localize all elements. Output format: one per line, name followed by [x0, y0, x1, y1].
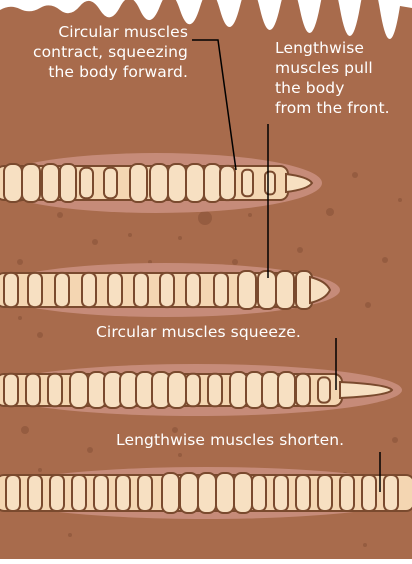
worm-3-segment-14 — [262, 372, 279, 408]
soil-speckle-34 — [68, 533, 72, 537]
worm-2-segment-1 — [28, 273, 42, 307]
label-circular-contract-line1: Circular muscles — [10, 22, 188, 42]
worm-2-segment-10 — [258, 271, 276, 309]
worm-1-segment-8 — [168, 164, 186, 202]
worm-1-segment-12 — [242, 170, 253, 197]
worm-1 — [0, 153, 322, 213]
worm-1-segment-6 — [130, 164, 147, 202]
soil-speckle-1 — [326, 208, 334, 216]
label-circular-contract-line2: contract, squeezing — [10, 42, 188, 62]
soil-speckle-2 — [352, 172, 358, 178]
worm-4-segment-7 — [162, 473, 179, 513]
worm-3-segment-12 — [230, 372, 247, 408]
worm-4-segment-4 — [94, 475, 108, 511]
worm-2-segment-7 — [186, 273, 200, 307]
label-circular-contract: Circular muscles contract, squeezing the… — [10, 22, 188, 82]
worm-1-segment-10 — [204, 164, 221, 202]
soil-speckle-12 — [365, 302, 371, 308]
worm-4-segment-3 — [72, 475, 86, 511]
worm-3-segment-13 — [246, 372, 263, 408]
worm-4-segment-13 — [274, 475, 288, 511]
worm-4-segment-9 — [198, 473, 216, 513]
worm-1-segment-4 — [80, 168, 93, 198]
worm-3-segment-17 — [318, 377, 330, 402]
worm-3-segment-3 — [70, 372, 88, 408]
soil-speckle-7 — [178, 236, 182, 240]
label-lengthwise-pull-line2: muscles pull — [275, 58, 390, 78]
soil-speckle-17 — [87, 447, 93, 453]
worm-3-segment-11 — [208, 374, 222, 406]
soil-speckle-9 — [382, 257, 388, 263]
soil-speckle-27 — [398, 198, 402, 202]
worm-1-segment-1 — [22, 164, 40, 202]
worm-4-segment-5 — [116, 475, 130, 511]
worm-4-segment-2 — [50, 475, 64, 511]
worm-1-segment-11 — [220, 166, 235, 200]
worm-2-segment-3 — [82, 273, 96, 307]
worm-4-segment-0 — [6, 475, 20, 511]
soil-speckle-8 — [297, 247, 303, 253]
label-lengthwise-pull-line1: Lengthwise — [275, 38, 390, 58]
soil-speckle-16 — [21, 426, 29, 434]
soil-speckle-21 — [392, 437, 398, 443]
worm-1-segment-9 — [186, 164, 204, 202]
worm-2-segment-2 — [55, 273, 69, 307]
worm-4-segment-8 — [180, 473, 198, 513]
label-lengthwise-pull: Lengthwise muscles pull the body from th… — [275, 38, 390, 118]
soil-speckle-31 — [178, 453, 182, 457]
worm-4-segment-17 — [362, 475, 376, 511]
label-lengthwise-pull-line4: from the front. — [275, 98, 390, 118]
worm-3-segment-16 — [296, 374, 310, 406]
worm-4-segment-1 — [28, 475, 42, 511]
worm-3-segment-2 — [48, 374, 62, 406]
soil-speckle-33 — [363, 543, 367, 547]
worm-3-segment-9 — [168, 372, 186, 408]
worm-1-segment-7 — [150, 164, 168, 202]
label-lengthwise-shorten: Lengthwise muscles shorten. — [116, 430, 344, 450]
worm-2 — [0, 263, 340, 317]
worm-2-segment-8 — [214, 273, 228, 307]
worm-1-segment-5 — [104, 168, 117, 198]
soil-speckle-4 — [92, 239, 98, 245]
worm-3-segment-1 — [26, 374, 40, 406]
worm-1-segment-13 — [265, 172, 275, 195]
worm-4-segment-10 — [216, 473, 234, 513]
worm-4-segment-6 — [138, 475, 152, 511]
worm-3 — [0, 364, 402, 416]
worm-4-segment-15 — [318, 475, 332, 511]
worm-3-segment-15 — [278, 372, 295, 408]
label-circular-squeeze: Circular muscles squeeze. — [96, 322, 301, 342]
worm-2-segment-9 — [238, 271, 256, 309]
worm-1-segment-2 — [42, 164, 59, 202]
worm-2-segment-4 — [108, 273, 122, 307]
worm-2-segment-6 — [160, 273, 174, 307]
soil-speckle-22 — [38, 468, 42, 472]
worm-2-segment-5 — [134, 273, 148, 307]
worm-3-segment-0 — [4, 374, 18, 406]
worm-4-segment-11 — [234, 473, 252, 513]
worm-1-segment-0 — [4, 164, 22, 202]
label-circular-contract-line3: the body forward. — [10, 62, 188, 82]
soil-speckle-3 — [57, 212, 63, 218]
soil-speckle-15 — [18, 316, 22, 320]
worm-4 — [0, 467, 412, 519]
soil-speckle-11 — [128, 233, 132, 237]
worm-2-segment-11 — [276, 271, 294, 309]
worm-3-segment-10 — [186, 374, 200, 406]
soil-speckle-0 — [198, 211, 212, 225]
worm-1-segment-3 — [60, 164, 76, 202]
soil-speckle-5 — [232, 259, 238, 265]
worm-4-segment-14 — [296, 475, 310, 511]
soil-speckle-10 — [17, 259, 23, 265]
worm-2-segment-0 — [4, 273, 18, 307]
worm-4-segment-16 — [340, 475, 354, 511]
worm-4-segment-18 — [384, 475, 398, 511]
worm-4-segment-12 — [252, 475, 266, 511]
soil-speckle-14 — [37, 332, 43, 338]
soil-speckle-28 — [248, 213, 252, 217]
label-lengthwise-pull-line3: the body — [275, 78, 390, 98]
